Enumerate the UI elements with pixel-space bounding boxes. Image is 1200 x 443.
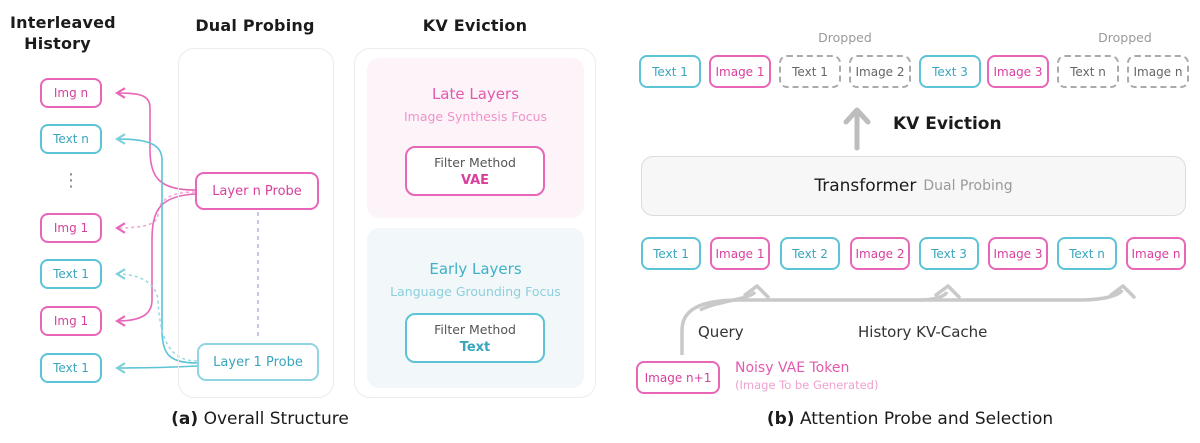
dual-probing-panel bbox=[178, 48, 334, 398]
top-token-text-3: Text 3 bbox=[919, 55, 981, 88]
history-img-1-a: Img 1 bbox=[40, 213, 102, 243]
history-title-line2: History bbox=[24, 34, 91, 53]
query-label: Query bbox=[698, 323, 744, 341]
noisy-token-subtitle: (Image To be Generated) bbox=[735, 378, 879, 392]
top-token-dropped-image-2: Image 2 bbox=[849, 55, 911, 88]
probing-title: Dual Probing bbox=[195, 16, 315, 35]
kv-eviction-label: KV Eviction bbox=[893, 114, 1002, 134]
history-title: Interleaved History bbox=[10, 12, 116, 54]
query-arrow-head-3 bbox=[1109, 284, 1136, 299]
arrow-probe-n-to-img-1 bbox=[114, 193, 196, 327]
query-arrow-head-1 bbox=[743, 284, 770, 299]
history-text-n: Text n bbox=[40, 124, 102, 154]
top-token-dropped-text-1: Text 1 bbox=[779, 55, 841, 88]
arrow-probe-n-to-img-n bbox=[114, 87, 196, 191]
noisy-token-title: Noisy VAE Token bbox=[735, 360, 850, 376]
top-token-dropped-image-n: Image n bbox=[1127, 55, 1189, 88]
caption-a-label: (a) bbox=[171, 409, 199, 429]
transformer-block: Transformer Dual Probing bbox=[641, 156, 1186, 216]
top-token-dropped-text-n: Text n bbox=[1057, 55, 1119, 88]
late-filter-label: Filter Method bbox=[434, 155, 516, 170]
caption-a: (a) Overall Structure bbox=[110, 409, 410, 429]
layer-n-probe: Layer n Probe bbox=[195, 172, 319, 210]
layer-1-probe: Layer 1 Probe bbox=[197, 343, 319, 381]
dropped-label-2: Dropped bbox=[1098, 30, 1152, 45]
bottom-token-image-n: Image n bbox=[1126, 237, 1186, 270]
transformer-label: Transformer bbox=[814, 176, 917, 196]
early-layers-subtitle: Language Grounding Focus bbox=[390, 284, 561, 299]
bottom-token-text-2: Text 2 bbox=[780, 237, 840, 270]
top-token-text-1: Text 1 bbox=[639, 55, 701, 88]
early-filter-box: Filter Method Text bbox=[405, 313, 545, 363]
transformer-sub-label: Dual Probing bbox=[923, 178, 1013, 194]
early-layers-title: Early Layers bbox=[429, 260, 522, 278]
caption-a-text: Overall Structure bbox=[198, 409, 349, 429]
history-text-1-b: Text 1 bbox=[40, 353, 102, 383]
early-layers-card: Early Layers Language Grounding Focus Fi… bbox=[367, 228, 584, 388]
noisy-vae-token: Image n+1 bbox=[636, 361, 720, 394]
arrow-probe-1-to-text-n bbox=[114, 133, 198, 364]
query-arrow-1 bbox=[699, 290, 757, 312]
bottom-token-image-3: Image 3 bbox=[988, 237, 1048, 270]
arrow-probe-1-to-text-1 bbox=[114, 362, 198, 374]
dropped-label-1: Dropped bbox=[818, 30, 872, 45]
caption-b-label: (b) bbox=[766, 409, 795, 429]
bottom-token-image-2: Image 2 bbox=[850, 237, 910, 270]
history-img-1-b: Img 1 bbox=[40, 306, 102, 336]
history-img-n: Img n bbox=[40, 78, 102, 108]
query-arrow-head-2 bbox=[934, 284, 961, 299]
top-token-image-1: Image 1 bbox=[709, 55, 771, 88]
top-token-image-3: Image 3 bbox=[987, 55, 1049, 88]
eviction-title: KV Eviction bbox=[422, 16, 528, 35]
bottom-token-text-1: Text 1 bbox=[641, 237, 701, 270]
query-arrow-2 bbox=[919, 290, 949, 302]
late-layers-subtitle: Image Synthesis Focus bbox=[403, 109, 548, 124]
late-layers-card: Late Layers Image Synthesis Focus Filter… bbox=[367, 58, 584, 218]
arrow-probe-n-to-img-1-dotted bbox=[114, 191, 196, 234]
caption-b-text: Attention Probe and Selection bbox=[794, 409, 1054, 429]
history-kv-label: History KV-Cache bbox=[858, 323, 988, 341]
history-text-1-a: Text 1 bbox=[40, 259, 102, 289]
history-title-line1: Interleaved bbox=[10, 13, 116, 32]
bottom-token-text-3: Text 3 bbox=[919, 237, 979, 270]
late-layers-title: Late Layers bbox=[431, 85, 520, 103]
caption-b: (b) Attention Probe and Selection bbox=[700, 409, 1120, 429]
late-filter-box: Filter Method VAE bbox=[405, 146, 545, 196]
early-filter-value: Text bbox=[459, 340, 491, 355]
early-filter-label: Filter Method bbox=[434, 322, 516, 337]
kv-eviction-arrow bbox=[843, 107, 871, 151]
bottom-token-text-n: Text n bbox=[1057, 237, 1117, 270]
late-filter-value: VAE bbox=[460, 173, 490, 188]
bottom-token-image-1: Image 1 bbox=[710, 237, 770, 270]
history-ellipsis: ⋮ bbox=[62, 170, 80, 191]
